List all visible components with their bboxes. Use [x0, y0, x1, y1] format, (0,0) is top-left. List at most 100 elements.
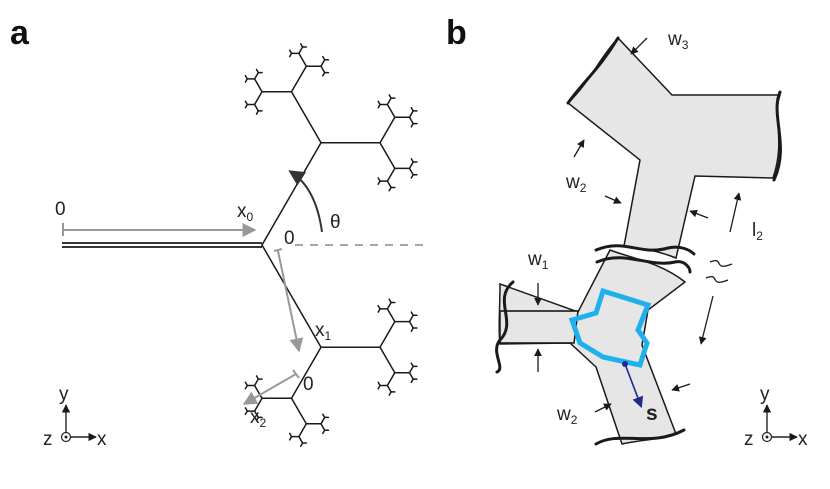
tree-branch-level-5	[408, 116, 414, 125]
tree-branch-level-6	[322, 429, 326, 435]
tree-branch-level-3	[290, 65, 308, 93]
upper-junction	[566, 36, 782, 260]
x0-label-sub: 0	[247, 210, 254, 224]
l2-arrow-up	[729, 192, 742, 233]
w2-lower-label-main: w	[556, 404, 571, 425]
x1-arrow	[277, 250, 304, 353]
tree-branch-level-5	[253, 103, 260, 112]
s-arrow	[624, 363, 644, 409]
tree-branch-level-1	[261, 142, 322, 246]
tree-branch-level-2	[290, 90, 322, 144]
x1-label-sub: 1	[325, 329, 332, 343]
axis-b-z-label: z	[744, 429, 754, 450]
axis-a-x-label: x	[97, 429, 107, 450]
s-label: s	[646, 402, 658, 425]
tree-branch-level-5	[386, 180, 392, 189]
tree-branch-level-5	[298, 46, 304, 55]
tree-branch-level-5	[408, 314, 414, 323]
l2-label: l2	[752, 220, 763, 243]
x2-label-sub: 2	[260, 416, 267, 430]
axis-triad-a: y z x	[43, 384, 107, 450]
w-upper-arrow	[573, 139, 585, 158]
tree-branch-level-6	[377, 381, 381, 387]
left-arm	[499, 310, 579, 344]
l2-arrow-down	[698, 295, 714, 345]
tree-branch-level-5	[408, 320, 414, 329]
axis-b-x-label: x	[798, 429, 808, 450]
tree-branch-level-5	[253, 71, 260, 80]
theta-arc	[288, 170, 323, 233]
tree-branch-level-5	[408, 161, 414, 170]
x0-label-main: x	[237, 201, 247, 222]
tree-branch-level-6	[322, 71, 326, 77]
l2-break-marks	[705, 260, 733, 283]
w1-label-main: w	[527, 249, 542, 270]
tree-branch-level-6	[244, 407, 249, 412]
tree-branch-level-3	[379, 142, 396, 170]
w3-label: w3	[667, 29, 689, 52]
x0-label: x0	[237, 201, 254, 224]
x1-origin-tick	[273, 248, 283, 252]
tree-branch-level-5	[320, 65, 326, 74]
w3-arrow	[630, 37, 648, 55]
x1-origin-label: 0	[284, 228, 295, 249]
z-axis-dot	[765, 435, 769, 439]
tree-branch-level-6	[410, 122, 414, 128]
axis-b-y-label: y	[760, 384, 770, 405]
tree-branch-level-4	[298, 52, 308, 67]
tree-branch-level-4	[298, 423, 308, 438]
panel-a-label: a	[10, 14, 30, 52]
w1-label-sub: 1	[542, 258, 549, 272]
tree-branch-level-6	[244, 74, 249, 80]
z-axis-dot	[64, 435, 68, 439]
tree-branch-level-6	[377, 100, 381, 106]
tree-branch-level-3	[379, 116, 396, 144]
tree-branch-level-5	[408, 110, 414, 119]
tree-branch-level-5	[320, 423, 326, 431]
w2-lower-label: w2	[556, 404, 578, 427]
cut-mid-upper	[594, 244, 696, 256]
panel-b-label: b	[446, 14, 467, 52]
w2-upper-label: w2	[565, 172, 587, 195]
tree-branch-level-6	[388, 186, 392, 192]
axis-a-y-label: y	[59, 384, 69, 405]
cut-top	[566, 36, 620, 105]
tree-branch-level-4	[253, 90, 263, 106]
tree-branch-level-6	[410, 327, 414, 332]
tree-branch-level-6	[410, 378, 414, 384]
tree-branch-level-5	[386, 301, 392, 310]
tree-branch-level-6	[388, 391, 392, 396]
cut-bottom	[594, 428, 686, 446]
tree-branch-level-5	[408, 167, 414, 176]
x2-arrow	[242, 373, 297, 405]
tree-branch-level-2	[290, 346, 322, 400]
tree-branch-level-5	[386, 97, 392, 106]
x2-label: x2	[250, 407, 267, 430]
tree-branch-level-5	[320, 416, 326, 425]
tree-branch-level-3	[379, 346, 396, 374]
tree-branch-level-5	[408, 365, 414, 374]
x1-label-main: x	[315, 320, 325, 341]
w2-lower-arrow-left	[594, 403, 612, 413]
w2-lower-label-sub: 2	[571, 413, 578, 427]
cut-right	[772, 90, 782, 182]
tree-branch-level-3	[379, 320, 396, 348]
l2-label-main: l	[752, 220, 756, 241]
cut-mid-lower	[595, 256, 692, 274]
tree-branch-level-6	[410, 173, 414, 179]
cut-left	[495, 280, 515, 374]
tree-branch-level-6	[255, 416, 260, 422]
x1-label: x1	[315, 320, 332, 343]
tree-branch-level-1	[261, 244, 322, 348]
tree-branch-level-6	[288, 49, 293, 55]
axis-a-z-label: z	[43, 429, 53, 450]
w2-upper-label-main: w	[565, 172, 580, 193]
tree-branch-level-4	[386, 103, 396, 119]
fractal-tree	[62, 43, 418, 447]
w3-label-main: w	[667, 29, 682, 50]
tree-branch-level-5	[386, 384, 392, 393]
tree-branch-level-6	[299, 442, 304, 447]
unit-cell-highlight	[568, 287, 652, 368]
w2-lower-arrow-right	[671, 383, 691, 392]
tree-branch-level-5	[253, 410, 260, 419]
